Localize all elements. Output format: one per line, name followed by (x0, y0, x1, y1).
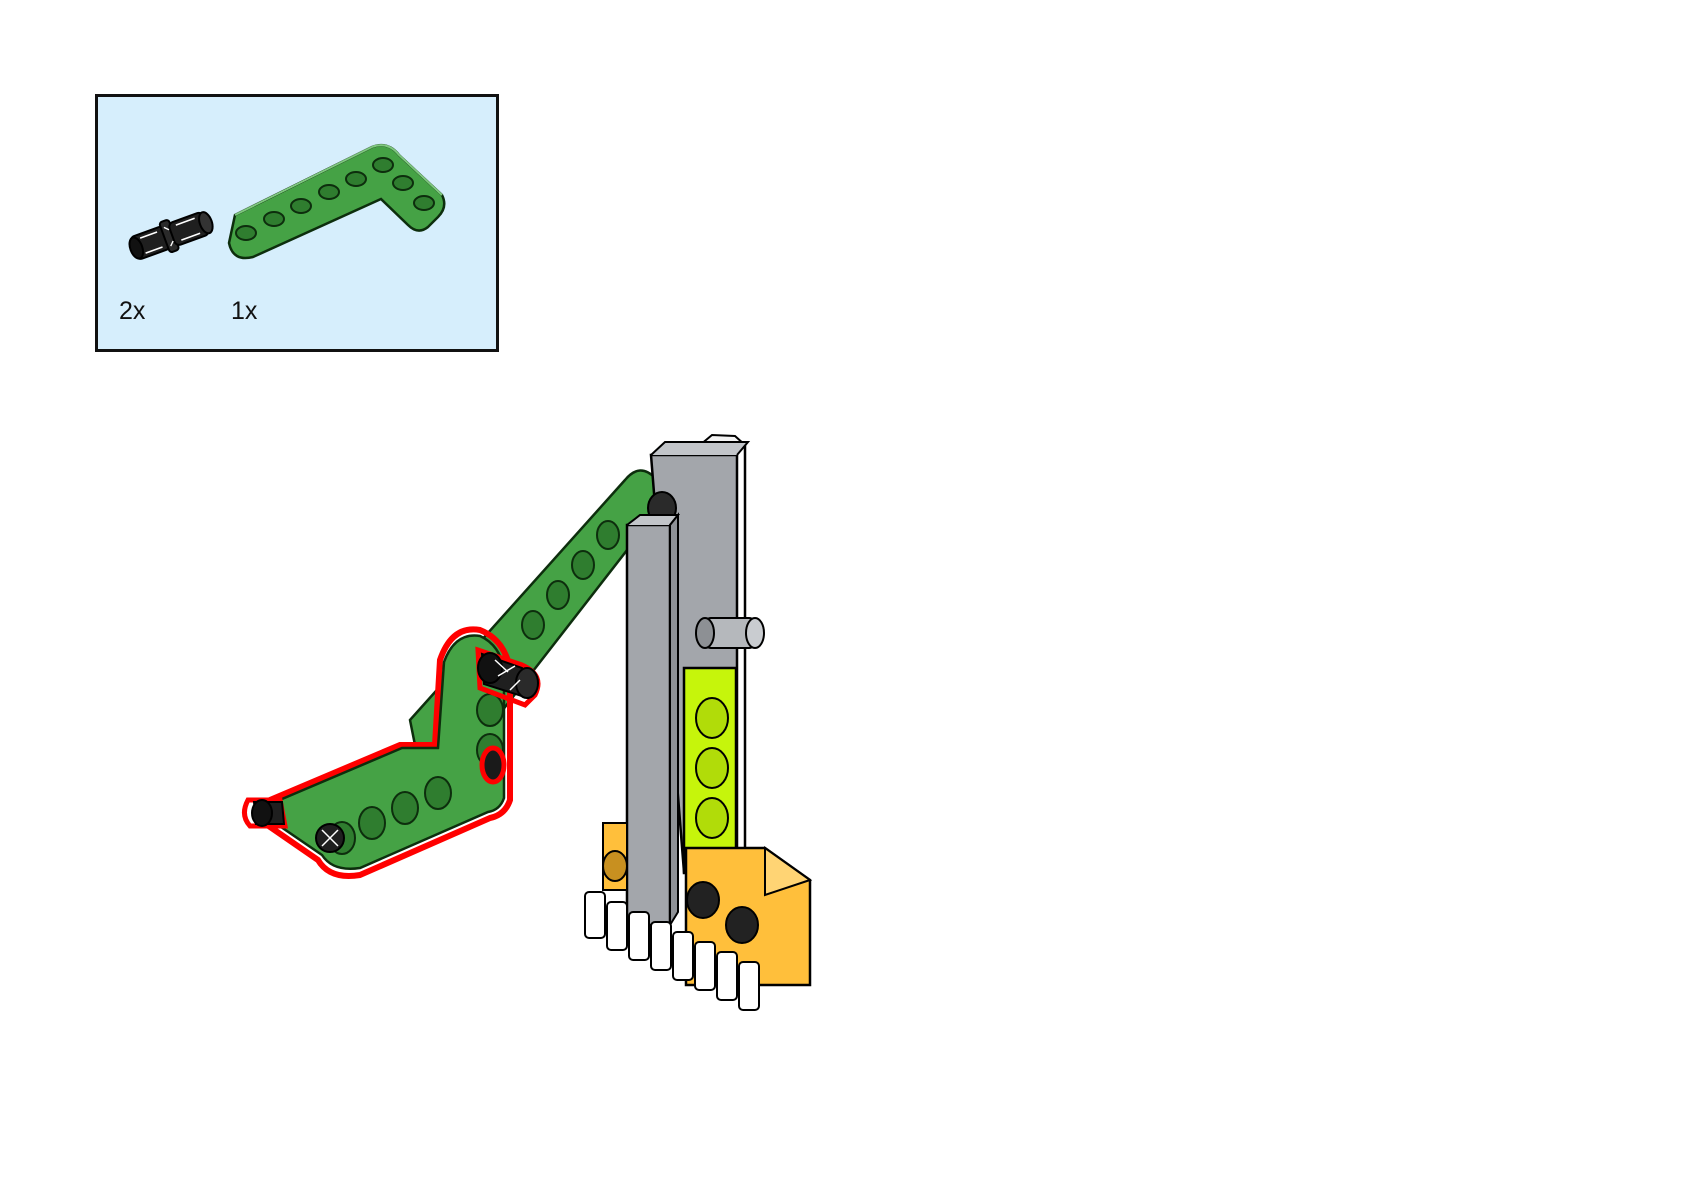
grey-front-beam (625, 512, 681, 929)
highlighted-angled-beam (242, 626, 541, 879)
black-connector-pin-icon (128, 211, 214, 260)
parts-illustration (128, 144, 446, 260)
beam-quantity-label: 1x (231, 297, 258, 325)
white-gear-rack (584, 891, 760, 1011)
assembly-illustration (242, 433, 813, 1011)
green-angled-beam-icon (227, 144, 446, 260)
parts-callout-box: 2x 1x (95, 94, 499, 352)
connector-pin-upper (475, 646, 541, 708)
highlighted-hole (479, 745, 507, 785)
pin-quantity-label: 2x (119, 297, 146, 325)
orange-brick (602, 822, 813, 987)
connector-pin-lower (242, 797, 345, 853)
lime-green-brick (682, 666, 738, 875)
grey-axle-pin (695, 617, 765, 649)
